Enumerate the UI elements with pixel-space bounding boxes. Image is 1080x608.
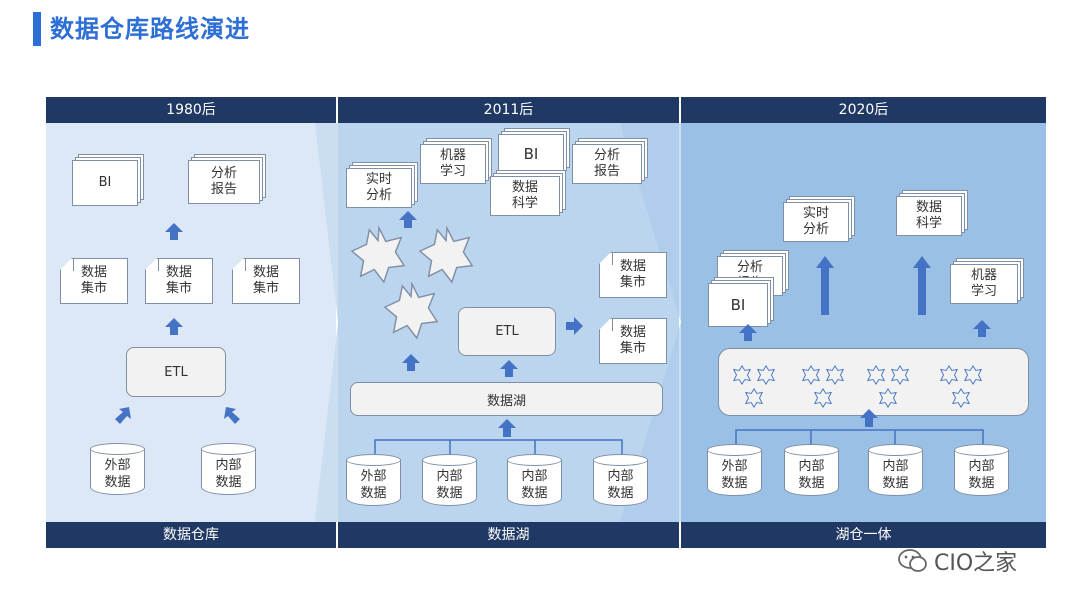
realtime-analysis-document: 实时 分析 xyxy=(346,168,412,208)
data-mart-1: 数据 集市 xyxy=(599,252,667,298)
source-cylinder-1: 外部 数据 xyxy=(707,444,762,500)
data-lake-box: 数据湖 xyxy=(350,382,663,416)
source-cylinder-1: 外部 数据 xyxy=(346,454,401,510)
etl-box: ETL xyxy=(458,307,556,356)
bi-document: BI xyxy=(72,160,138,206)
data-mart-2: 数据 集市 xyxy=(599,318,667,364)
wechat-icon xyxy=(898,549,927,572)
page-title: 数据仓库路线演进 xyxy=(50,15,250,43)
report-document: 分析 报告 xyxy=(572,144,642,184)
source-cylinder-2: 内部 数据 xyxy=(422,454,477,510)
data-mart-2: 数据 集市 xyxy=(145,258,213,304)
watermark: CIO之家 xyxy=(898,545,1017,577)
data-mart-3: 数据 集市 xyxy=(232,258,300,304)
realtime-analysis-document: 实时 分析 xyxy=(783,202,849,242)
era-header-2020: 2020后 xyxy=(681,97,1046,123)
bi-document: BI xyxy=(498,134,564,174)
era-header-1980: 1980后 xyxy=(46,97,336,123)
external-data-cylinder: 外部 数据 xyxy=(90,443,145,499)
source-cylinder-3: 内部 数据 xyxy=(868,444,923,500)
flow-arrows xyxy=(115,211,991,437)
etl-box: ETL xyxy=(126,347,226,397)
compute-engine-stars xyxy=(351,227,473,339)
data-mart-1: 数据 集市 xyxy=(60,258,128,304)
era-footer-data-lake: 数据湖 xyxy=(338,522,679,548)
internal-data-cylinder: 内部 数据 xyxy=(201,443,256,499)
watermark-text: CIO之家 xyxy=(934,551,1018,576)
source-cylinder-2: 内部 数据 xyxy=(784,444,839,500)
source-cylinder-4: 内部 数据 xyxy=(954,444,1009,500)
title-accent-bar xyxy=(33,12,41,46)
ml-document: 机器 学习 xyxy=(420,144,486,184)
era-footer-data-warehouse: 数据仓库 xyxy=(46,522,336,548)
ml-document: 机器 学习 xyxy=(950,264,1018,304)
data-science-document: 数据 科学 xyxy=(490,176,560,216)
source-cylinder-3: 内部 数据 xyxy=(507,454,562,510)
bi-document: BI xyxy=(708,283,768,327)
lakehouse-storage-box xyxy=(718,348,1029,416)
era-footer-lakehouse: 湖仓一体 xyxy=(681,522,1046,548)
source-cylinder-4: 内部 数据 xyxy=(593,454,648,510)
era-header-2011: 2011后 xyxy=(338,97,679,123)
report-document: 分析 报告 xyxy=(188,160,260,204)
source-connectors xyxy=(374,429,984,454)
lakehouse-stars xyxy=(733,365,982,408)
data-science-document: 数据 科学 xyxy=(896,196,962,236)
